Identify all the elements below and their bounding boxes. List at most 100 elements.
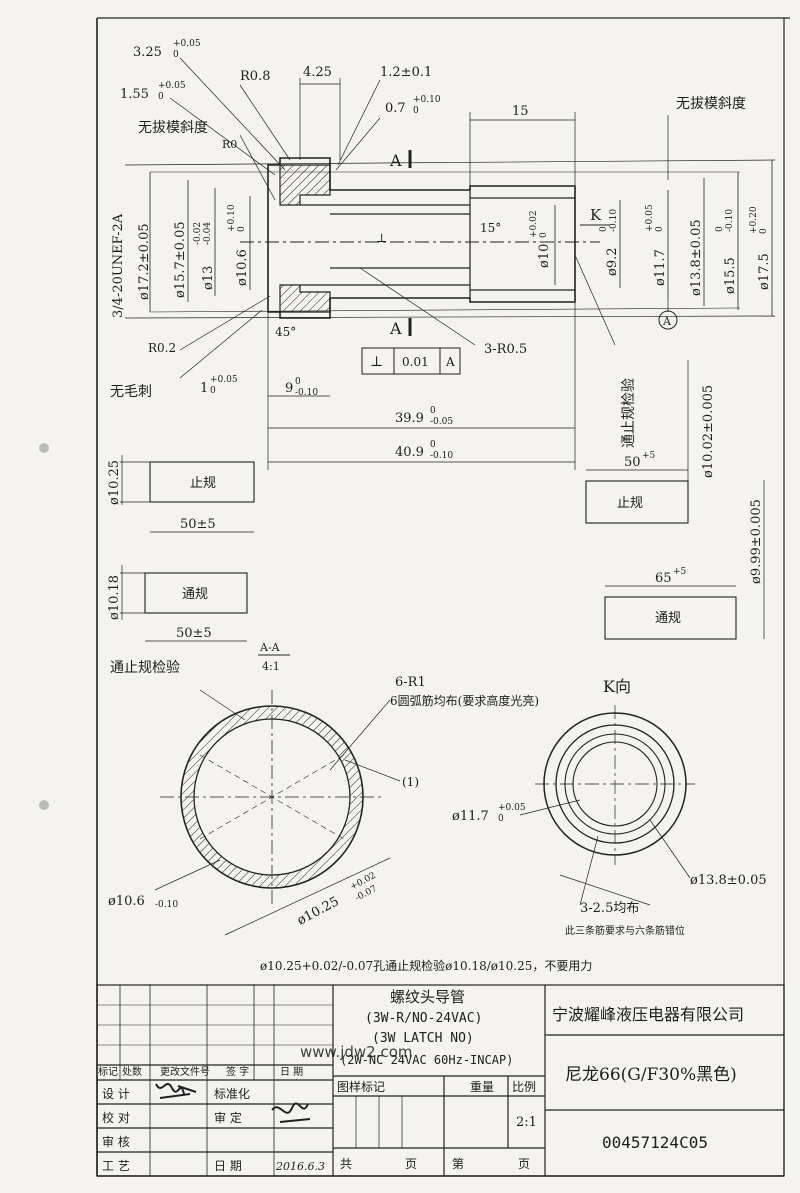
total-label: 共 <box>340 1157 352 1171</box>
perp-mark: ⊥ <box>376 231 387 245</box>
section-leader-marker <box>344 759 401 782</box>
dia-117-tol: +0.05 <box>645 204 655 232</box>
section-title: A-A <box>259 641 281 654</box>
company-name: 宁波耀峰液压电器有限公司 <box>552 1005 744 1024</box>
angle-15: 15° <box>480 221 501 235</box>
dia-155-tol2: -0.10 <box>725 209 735 232</box>
page-label: 页 <box>405 1157 417 1171</box>
dia-117-tol2: 0 <box>655 226 665 232</box>
hdr-weight: 重量 <box>470 1080 494 1094</box>
no-draft-left: 无拔模斜度 <box>138 120 208 136</box>
section-rib-line-2 <box>199 754 345 840</box>
datum-a: A <box>662 315 672 328</box>
check-label-rotated: 通止规检验 <box>621 378 637 448</box>
r05-label: 3-R0.5 <box>484 342 527 357</box>
hdr-scale: 比例 <box>512 1080 536 1094</box>
ext-line-4 <box>149 307 741 313</box>
dia-175-tol: +0.20 <box>749 206 759 234</box>
gauge-stop-left-label: 止规 <box>190 476 216 491</box>
view-k: K向 ø11.7 +0.05 0 ø13.8±0.05 3-2.5均布 此三条筋… <box>452 677 767 937</box>
r02-label: R0.2 <box>148 341 176 355</box>
dia-106-label: ø10.6 <box>235 249 250 286</box>
punch-hole-top <box>39 443 49 453</box>
dim-399-label: 39.9 <box>395 411 424 426</box>
dim-409-tol: 0 <box>430 440 436 450</box>
section-dia-outer-tol: -0.10 <box>155 900 178 910</box>
hdr-zones: 处数 <box>122 1065 142 1078</box>
hdr-date: 日 期 <box>280 1066 303 1078</box>
dim-9-tol: 0 <box>295 377 301 387</box>
section-dia-outer: ø10.6 <box>108 894 145 909</box>
hdr-date2: 日 期 <box>214 1159 242 1173</box>
r08-label: R0.8 <box>240 69 270 84</box>
dim-15-label: 15 <box>512 104 529 119</box>
dia-10-tol2: 0 <box>539 232 549 238</box>
dim-9-label: 9 <box>285 381 293 396</box>
dia-106-tol2: 0 <box>237 226 247 232</box>
section-leader-inner <box>224 857 391 936</box>
dia-175-tol2: 0 <box>759 228 769 234</box>
gauge-go-left <box>144 572 248 614</box>
leader-no-burr <box>179 309 263 379</box>
gauge-stop-left <box>149 461 255 503</box>
gauge-stop-left-dia: ø10.25 <box>107 460 122 505</box>
leader-r05 <box>359 267 476 346</box>
hdr-drawing-mark: 图样标记 <box>337 1079 385 1094</box>
tol-symbol: ⊥ <box>370 354 383 370</box>
dim-1-label: 1 <box>200 381 208 396</box>
gauge-go-right <box>604 596 737 640</box>
dim-9-tol2: -0.10 <box>295 388 318 398</box>
dia-155-tol: 0 <box>715 226 725 232</box>
dim-325-tol: +0.05 <box>173 39 201 49</box>
gauge-go-left-len: 50±5 <box>176 626 212 641</box>
dim-325-label: 3.25 <box>133 45 162 60</box>
dia-10-tol: +0.02 <box>529 210 539 238</box>
view-k-title: K向 <box>603 677 631 696</box>
section-leader-outer <box>154 859 221 891</box>
dim-155-label: 1.55 <box>120 87 149 102</box>
dim-07-label: 0.7 <box>385 101 406 116</box>
dim-155-tol: +0.05 <box>158 81 186 91</box>
dia-92-label: ø9.2 <box>605 247 620 276</box>
dim-325-tol2: 0 <box>173 50 179 60</box>
datum-circle <box>658 310 678 330</box>
gauge-stop-right-label: 止规 <box>617 496 643 511</box>
gauge-go-right-dia: ø9.99±0.005 <box>749 499 764 584</box>
section-leader-check <box>199 689 246 721</box>
gauge-stop-right-len: 50 <box>624 455 641 470</box>
leader-12 <box>337 79 381 166</box>
dim-1-tol2: 0 <box>210 386 216 396</box>
leader-r08 <box>239 84 291 161</box>
gauge-labels: 止规 ø10.25 50±5 通规 ø10.18 50±5 止规 ø10.02±… <box>107 385 764 641</box>
hdr-audit: 审 核 <box>102 1134 130 1149</box>
title-block-grid <box>96 984 785 1177</box>
leader-07 <box>335 117 381 171</box>
k-leader-138 <box>649 819 691 879</box>
angle-45: 45° <box>275 325 296 339</box>
hdr-craft: 工 艺 <box>102 1159 130 1173</box>
variant-2: (3W LATCH NO) <box>372 1031 474 1046</box>
no-burr: 无毛刺 <box>110 384 152 400</box>
dia-13-tol2: -0.04 <box>203 222 213 245</box>
variant-1: (3W-R/NO-24VAC) <box>365 1011 482 1026</box>
flange-section-top <box>279 164 331 206</box>
ribs-note: 6圆弧筋均布(要求高度光亮) <box>390 693 539 708</box>
dia-117-label: ø11.7 <box>653 249 668 286</box>
dim-425-label: 4.25 <box>303 65 332 80</box>
dia-13-label: ø13 <box>201 266 216 290</box>
tol-value: 0.01 <box>402 355 429 369</box>
dia-13-tol: -0.02 <box>193 222 203 245</box>
leader-325 <box>179 57 286 171</box>
tolerance-frame <box>361 347 461 375</box>
dia-10-label: ø10 <box>537 244 552 268</box>
dia-92-tol2: -0.10 <box>609 209 619 232</box>
section-check-label: 通止规检验 <box>110 660 180 676</box>
dia-92-tol: 0 <box>599 226 609 232</box>
gauge-go-right-len: 65 <box>655 571 672 586</box>
dia-138-label: ø13.8±0.05 <box>689 219 704 296</box>
view-k-note: 此三条筋要求与六条筋错位 <box>565 924 685 937</box>
dim-07-tol2: 0 <box>413 106 419 116</box>
ext-line-1 <box>124 159 776 166</box>
view-k-dia117-tol2: 0 <box>498 814 504 824</box>
